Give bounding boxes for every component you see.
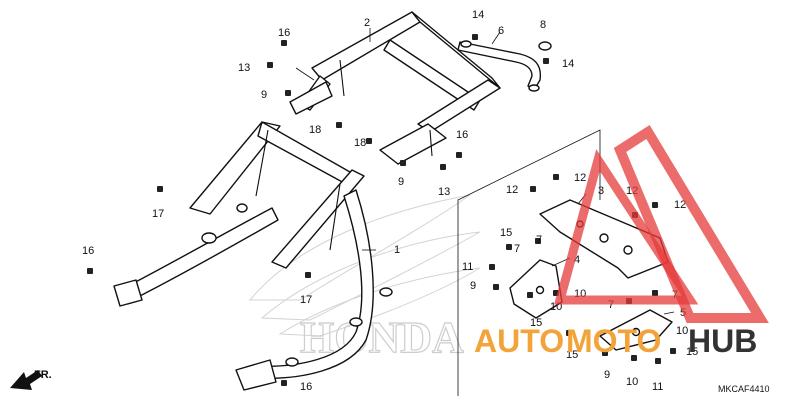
- callout-10c: 10: [676, 325, 688, 337]
- rear-frame-part-1: [113, 121, 393, 391]
- callout-14b: 14: [562, 58, 574, 70]
- watermark-inner-triangle-icon: [554, 149, 699, 305]
- callout-9c: 9: [470, 280, 476, 292]
- honda-wordmark: HONDA: [300, 313, 464, 362]
- watermark-moto: MOTO: [566, 323, 661, 359]
- callout-13a: 13: [238, 62, 250, 74]
- callout-7c: 7: [608, 299, 614, 311]
- callout-11b: 11: [652, 381, 663, 393]
- callout-18a: 18: [309, 124, 321, 136]
- watermark-hub: HUB: [688, 323, 757, 359]
- callout-9d: 9: [604, 369, 610, 381]
- callout-16d: 16: [300, 381, 312, 393]
- bracket-part-4: [509, 259, 563, 319]
- callout-16c: 16: [82, 245, 94, 257]
- callout-15b: 15: [530, 317, 542, 329]
- diagram-reference-code: MKCAF4410: [718, 384, 770, 394]
- grommet-part-8: [538, 41, 552, 51]
- callout-9a: 9: [261, 89, 267, 101]
- direction-label: FR.: [34, 369, 52, 381]
- bracket-part-5: [599, 309, 673, 351]
- callout-12a: 12: [506, 184, 518, 196]
- callout-14a: 14: [472, 9, 484, 21]
- honda-wing-logo: HONDA: [248, 194, 481, 363]
- callout-9b: 9: [398, 176, 404, 188]
- callout-16b: 16: [456, 129, 468, 141]
- callout-15c: 15: [686, 346, 698, 358]
- stay-part-6: [457, 40, 542, 92]
- bracket-part-3: [539, 199, 669, 279]
- watermark-auto: AUTO: [474, 323, 564, 359]
- callout-15-extra: 15: [566, 349, 578, 361]
- callout-12d: 12: [674, 199, 686, 211]
- callout-1: 1: [394, 244, 400, 256]
- callout-2: 2: [364, 17, 370, 29]
- callout-18b: 18: [354, 137, 366, 149]
- callout-7a: 7: [536, 234, 542, 246]
- carrier-frame-part-2: [289, 11, 501, 165]
- front-direction-arrow: FR.: [10, 369, 52, 390]
- callout-3: 3: [598, 185, 604, 197]
- callout-17a: 17: [152, 208, 164, 220]
- callout-17b: 17: [300, 294, 312, 306]
- callout-8: 8: [540, 19, 546, 31]
- callout-16a: 16: [278, 27, 290, 39]
- fasteners: [87, 34, 676, 386]
- callout-6: 6: [498, 25, 504, 37]
- callout-13b: 13: [438, 186, 450, 198]
- callout-4: 4: [574, 254, 580, 266]
- callout-10d: 10: [626, 376, 638, 388]
- callout-12b: 12: [574, 172, 586, 184]
- callout-15a: 15: [500, 227, 512, 239]
- callout-7b: 7: [514, 243, 520, 255]
- callout-11a: 11: [462, 261, 473, 273]
- automotohub-watermark: AUTO MOTO HUB: [474, 125, 769, 359]
